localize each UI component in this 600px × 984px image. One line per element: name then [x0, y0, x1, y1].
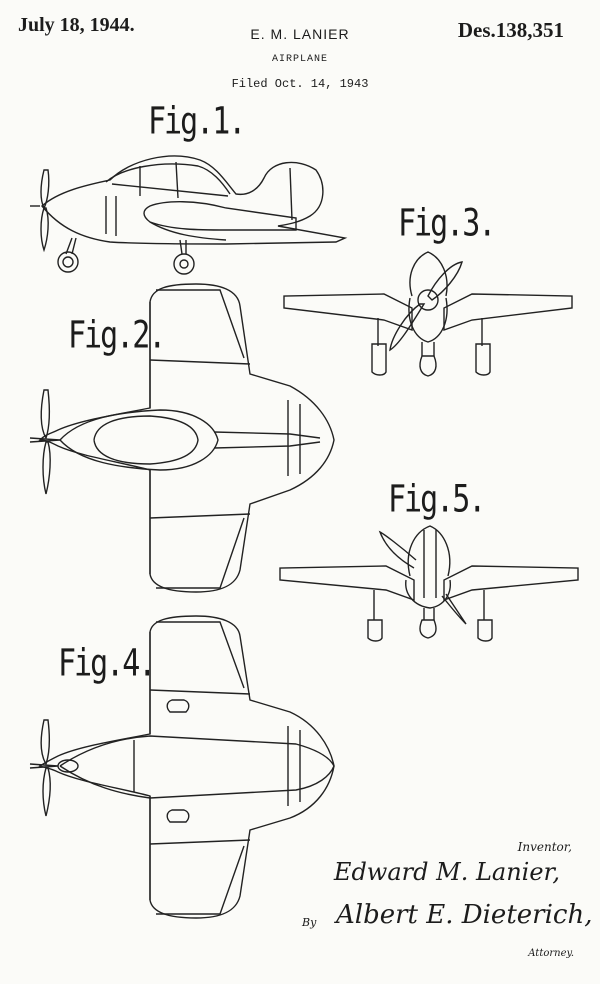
- fig4-bottom-view: [30, 616, 334, 918]
- patent-date: July 18, 1944.: [18, 14, 135, 36]
- figure-4-label: Fig.4.: [58, 641, 156, 686]
- fig1-side-view: [30, 156, 345, 274]
- fig2-top-view: [30, 284, 334, 592]
- figure-2-label: Fig.2.: [68, 313, 166, 358]
- figure-1-label: Fig.1.: [148, 99, 246, 144]
- patent-number: Des.138,351: [457, 18, 564, 42]
- fig5-rear-view: [280, 526, 578, 641]
- attorney-signature: Albert E. Dieterich,: [336, 900, 593, 930]
- fig3-front-view: [284, 252, 572, 376]
- attorney-label: Attorney.: [528, 948, 574, 959]
- inventor-heading: E. M. LANIER: [250, 26, 350, 42]
- figure-3-label: Fig.3.: [398, 201, 496, 246]
- inventor-label: Inventor,: [517, 840, 572, 854]
- inventor-signature: Edward M. Lanier,: [333, 858, 560, 886]
- patent-title: AIRPLANE: [271, 54, 328, 65]
- by-label: By: [302, 916, 317, 929]
- filing-date: Filed Oct. 14, 1943: [231, 77, 369, 91]
- figure-5-label: Fig.5.: [388, 477, 486, 522]
